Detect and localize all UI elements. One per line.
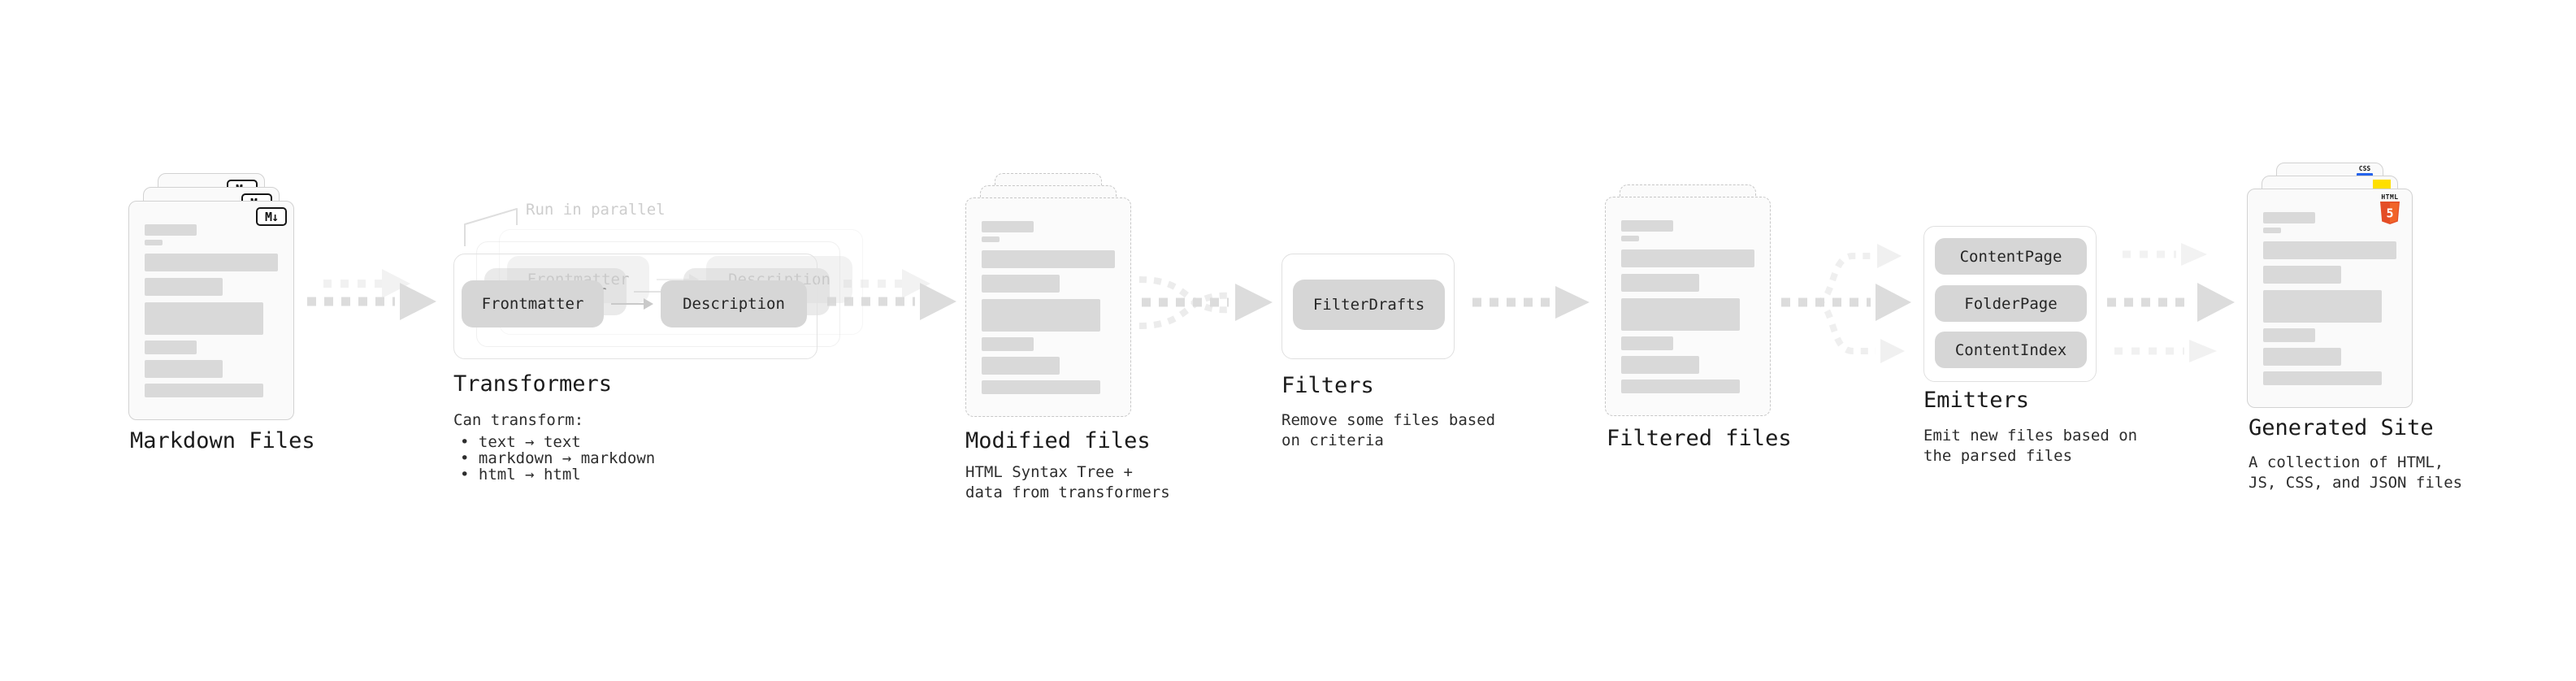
placeholder-text-bar — [1621, 220, 1673, 232]
placeholder-text-bar — [1621, 356, 1699, 374]
arrow-markdown-to-transformers — [307, 269, 436, 320]
description-line: A collection of HTML, — [2249, 453, 2444, 471]
description-line: data from transformers — [965, 484, 1170, 501]
transformer-layer-front: Frontmatter Description — [453, 254, 817, 359]
placeholder-text-bar — [982, 380, 1100, 394]
css-icon-underline — [2357, 173, 2373, 176]
placeholder-text-bar — [2263, 348, 2341, 366]
arrow-transformers-to-modified — [827, 269, 956, 320]
emitters-description: Emit new files based on the parsed files — [1923, 426, 2137, 466]
emitters-title: Emitters — [1923, 388, 2030, 413]
placeholder-text-bar — [2263, 212, 2315, 223]
placeholder-text-bar — [145, 224, 197, 236]
description-line: Remove some files based — [1281, 411, 1496, 429]
placeholder-text-bar — [982, 337, 1034, 351]
placeholder-text-bar — [145, 302, 263, 335]
description-line: Emit new files based on — [1923, 427, 2138, 445]
transformer-box — [453, 254, 817, 359]
emitters-box: ContentPage FolderPage ContentIndex — [1923, 226, 2097, 382]
markdown-file-card-front: M↓ — [128, 201, 294, 420]
folderpage-pill: FolderPage — [1935, 285, 2087, 322]
transformers-title: Transformers — [453, 371, 613, 397]
placeholder-text-bar — [982, 221, 1034, 232]
placeholder-text-bar — [2263, 228, 2281, 233]
placeholder-text-bar — [2263, 328, 2315, 342]
javascript-icon — [2373, 180, 2391, 190]
description-line: the parsed files — [1923, 447, 2073, 465]
contentpage-pill: ContentPage — [1935, 238, 2087, 275]
description-line: HTML Syntax Tree + — [965, 463, 1133, 481]
placeholder-text-bar — [1621, 236, 1639, 241]
html5-shield: 5 — [2380, 202, 2400, 224]
run-in-parallel-annotation: Run in parallel — [526, 201, 666, 219]
placeholder-text-bar — [1621, 298, 1740, 331]
placeholder-text-bar — [145, 254, 278, 271]
description-line: JS, CSS, and JSON files — [2249, 474, 2463, 492]
html5-icon-label: HTML — [2381, 193, 2399, 201]
placeholder-text-bar — [2263, 371, 2382, 385]
filters-description: Remove some files based on criteria — [1281, 410, 1495, 451]
css-icon-label: CSS — [2358, 165, 2371, 172]
placeholder-text-bar — [1621, 336, 1673, 350]
css-icon: CSS — [2355, 166, 2374, 176]
modified-files-title: Modified files — [965, 428, 1151, 453]
transformers-lead: Can transform: — [453, 411, 584, 429]
arrow-filters-to-filtered — [1472, 286, 1589, 319]
markdown-icon: M↓ — [256, 207, 287, 226]
bullet-item: • html → html — [460, 466, 581, 484]
modified-file-card-front — [965, 197, 1131, 417]
pill-arrow-icon — [611, 298, 653, 310]
placeholder-text-bar — [2263, 290, 2382, 323]
filterdrafts-pill: FilterDrafts — [1293, 280, 1445, 330]
arrow-emitters-to-generated — [2107, 243, 2235, 362]
frontmatter-pill: Frontmatter — [462, 280, 604, 327]
placeholder-text-bar — [982, 275, 1060, 293]
generated-file-card-html: HTML 5 — [2247, 189, 2413, 408]
contentindex-pill: ContentIndex — [1935, 332, 2087, 368]
description-line: on criteria — [1281, 432, 1384, 449]
placeholder-text-bar — [145, 360, 223, 378]
placeholder-text-bar — [145, 384, 263, 397]
placeholder-text-bar — [982, 236, 1000, 242]
html5-shield-number: 5 — [2386, 206, 2393, 221]
filters-box: FilterDrafts — [1281, 254, 1455, 359]
arrow-filtered-to-emitters — [1781, 244, 1911, 363]
generated-site-description: A collection of HTML, JS, CSS, and JSON … — [2249, 453, 2462, 493]
placeholder-text-bar — [1621, 274, 1699, 292]
placeholder-text-bar — [982, 357, 1060, 375]
placeholder-text-bar — [1621, 380, 1740, 393]
placeholder-text-bar — [982, 250, 1115, 268]
bullet-item: • markdown → markdown — [460, 449, 656, 467]
generated-site-title: Generated Site — [2249, 415, 2434, 440]
placeholder-text-bar — [145, 278, 223, 296]
placeholder-text-bar — [1621, 249, 1754, 267]
placeholder-text-bar — [2263, 241, 2396, 259]
filtered-files-title: Filtered files — [1607, 426, 1792, 451]
filters-title: Filters — [1281, 373, 1374, 398]
placeholder-text-bar — [145, 340, 197, 354]
description-pill: Description — [661, 280, 807, 327]
arrow-modified-to-filters — [1138, 276, 1273, 329]
run-in-parallel-leader-line — [464, 208, 518, 246]
filtered-file-card-front — [1605, 197, 1771, 416]
html5-icon: HTML 5 — [2378, 193, 2402, 225]
transformers-bullets: • text → text • markdown → markdown • ht… — [460, 434, 655, 483]
placeholder-text-bar — [145, 240, 163, 245]
placeholder-text-bar — [982, 299, 1100, 332]
placeholder-text-bar — [2263, 266, 2341, 284]
markdown-files-title: Markdown Files — [130, 428, 315, 453]
bullet-item: • text → text — [460, 433, 581, 451]
modified-files-description: HTML Syntax Tree + data from transformer… — [965, 462, 1170, 503]
